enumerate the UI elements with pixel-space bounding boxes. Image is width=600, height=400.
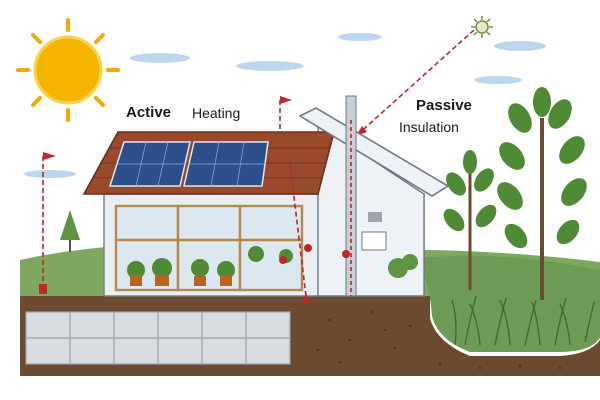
insulation-label: Insulation — [399, 119, 459, 135]
grass-slope — [420, 255, 600, 352]
small-tree-icon — [60, 210, 80, 252]
active-pointer-line — [289, 163, 307, 297]
virus-icon — [471, 16, 493, 38]
flag-icon-left — [39, 152, 56, 294]
solar-panel-icon — [108, 141, 269, 187]
passive-label: Passive — [416, 97, 472, 114]
potted-plants — [127, 246, 293, 286]
sun-icon — [16, 18, 120, 122]
clouds — [24, 33, 546, 178]
tall-grass — [451, 295, 595, 346]
greenhouse-windows — [114, 204, 304, 292]
ground-marker — [302, 294, 310, 304]
heating-coils — [279, 244, 350, 264]
passive-pointer-line — [355, 29, 475, 137]
heating-label: Heating — [192, 105, 241, 121]
soil-texture — [316, 310, 562, 370]
wall-vent — [368, 212, 382, 222]
bush — [388, 254, 418, 278]
control-panel — [361, 231, 387, 251]
tree-icon-small — [443, 150, 497, 290]
chimney-pipe-icon — [345, 95, 357, 297]
active-label: Active — [126, 104, 172, 121]
foundation-blocks — [25, 311, 291, 365]
tree-icon-large — [497, 87, 587, 300]
